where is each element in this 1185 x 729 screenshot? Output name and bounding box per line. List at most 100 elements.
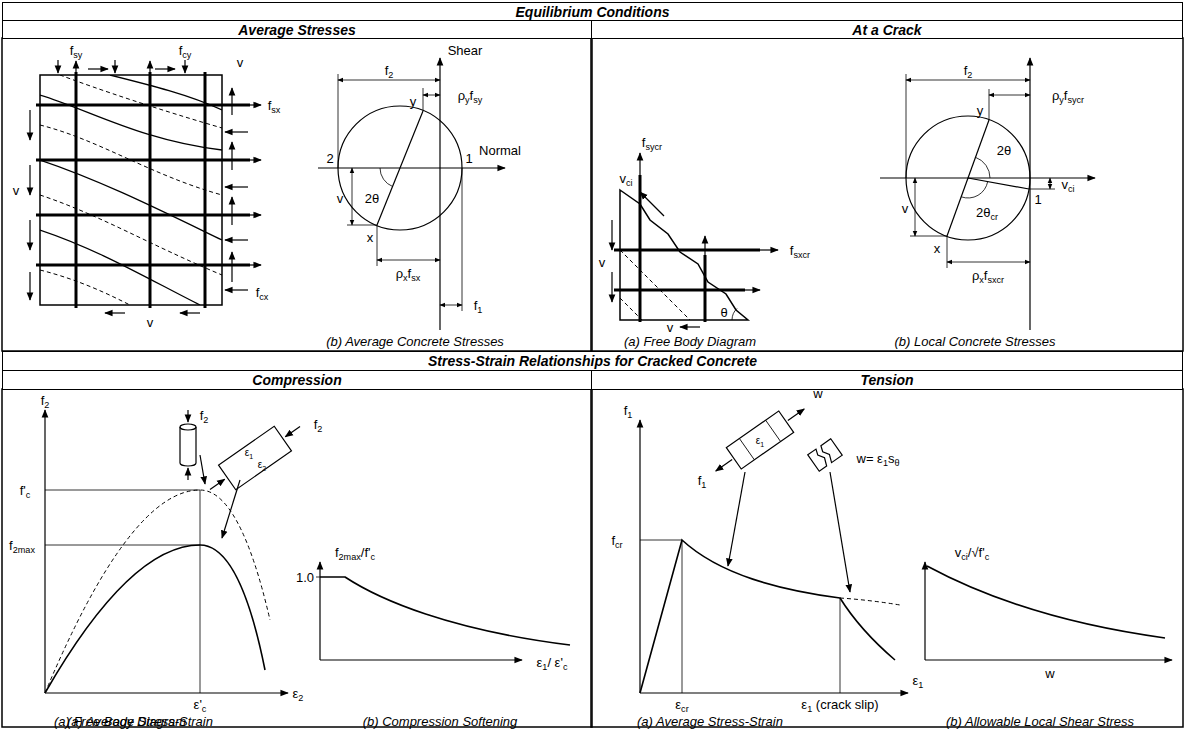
shear-stress-curve	[925, 562, 1172, 660]
symbol-label: Shear	[448, 43, 483, 58]
tension-stress-strain-part	[640, 540, 895, 693]
mohr-circle-average-part	[338, 74, 339, 168]
header-text: Compression	[252, 372, 341, 388]
header-cell: Stress-Strain Relationships for Cracked …	[2, 351, 1183, 371]
free-body-element-part	[225, 289, 248, 290]
tension-stress-strain-part	[640, 540, 682, 541]
tension-stress-strain-part	[640, 692, 908, 693]
symbol-label: v	[13, 183, 20, 198]
free-body-element-part	[225, 239, 248, 240]
compression-stress-strain-part-part	[187, 410, 188, 422]
tension-stress-strain-part-part	[726, 411, 793, 469]
symbol-label: fsy	[70, 43, 83, 58]
free-body-element-part	[36, 264, 250, 267]
tension-stress-strain-part-part	[739, 439, 754, 460]
tension-stress-strain-part-part	[766, 420, 781, 441]
crack-free-body-part	[680, 326, 700, 327]
mohr-circle-average-part	[377, 111, 423, 225]
free-body-element-part	[225, 131, 248, 132]
symbol-label: vci	[619, 171, 632, 186]
shear-stress-curve-part	[927, 566, 1165, 638]
symbol-label: ε1	[913, 673, 924, 688]
compression-stress-strain-part	[45, 545, 265, 693]
tension-stress-strain-part	[639, 420, 640, 693]
symbol-label: f2	[200, 408, 209, 423]
table-grid	[2, 38, 1183, 727]
free-body-element-part	[29, 110, 30, 140]
symbol-label: f2max	[9, 538, 35, 553]
mohr-circle-crack-part	[961, 182, 988, 198]
mohr-circle-crack-part	[915, 178, 916, 236]
free-body-element-part	[250, 264, 261, 265]
header-text: Stress-Strain Relationships for Cracked …	[428, 353, 757, 369]
mohr-circle-average	[318, 58, 505, 330]
compression-softening-curve-part	[320, 659, 522, 660]
symbol-label: fcx	[256, 285, 269, 300]
tension-stress-strain-part-part	[819, 439, 842, 463]
tension-stress-strain-part	[728, 472, 745, 566]
free-body-element-part	[231, 88, 232, 115]
symbol-label: f1	[474, 298, 483, 313]
symbol-label: v	[667, 320, 674, 335]
compression-softening-curve-part	[320, 577, 570, 645]
mohr-circle-average-part	[338, 106, 462, 230]
compression-stress-strain-part-part	[285, 426, 300, 436]
header-cell: Equilibrium Conditions	[2, 2, 1183, 21]
compression-softening-curve-part	[316, 577, 320, 578]
mohr-circle-crack-part	[947, 236, 948, 268]
mohr-circle-average-part	[440, 305, 462, 306]
shear-stress-curve-part	[924, 562, 925, 660]
compression-stress-strain-part	[45, 490, 270, 693]
symbol-label: w= ε1sθ	[856, 451, 899, 466]
compression-stress-strain-part	[200, 490, 201, 693]
compression-stress-strain-part-part	[210, 479, 225, 489]
mohr-circle-crack-part	[1050, 178, 1051, 189]
symbol-label: ρxfsxcr	[972, 268, 1004, 283]
tension-stress-strain-part	[830, 472, 850, 592]
symbol-label: fcr	[611, 533, 622, 548]
free-body-element-part	[105, 312, 125, 313]
mohr-circle-crack-part	[906, 116, 1030, 240]
header-cell: Tension	[591, 370, 1183, 390]
free-body-element-part	[231, 197, 232, 225]
header-text: Tension	[860, 372, 913, 388]
tension-stress-strain-part	[808, 439, 842, 471]
free-body-element-part	[57, 60, 58, 73]
free-body-element-part	[250, 104, 261, 105]
header-text: At a Crack	[852, 22, 921, 38]
crack-free-body-part	[611, 220, 612, 250]
mohr-circle-crack-part	[989, 89, 990, 120]
symbol-label: w	[813, 386, 822, 401]
compression-stress-strain	[45, 410, 309, 693]
mohr-circle-average-part	[380, 168, 393, 187]
free-body-element-part-part	[40, 270, 130, 305]
mohr-circle-crack-part	[989, 95, 1030, 96]
panel-caption: (a) Free Body Diagram	[624, 334, 756, 349]
compression-stress-strain-part	[44, 410, 45, 693]
header-text: Average Stresses	[238, 22, 356, 38]
free-body-element-part	[29, 220, 30, 250]
symbol-label: ε1	[756, 435, 764, 446]
symbol-label: v	[337, 191, 344, 206]
free-body-element-part	[40, 75, 222, 305]
free-body-element-part-part	[60, 75, 222, 128]
panel-caption: (b) Allowable Local Shear Stress	[946, 714, 1134, 729]
crack-free-body-part	[732, 309, 737, 321]
table-grid-part	[591, 389, 1183, 727]
free-body-element-part	[36, 214, 250, 217]
mohr-circle-average-part	[347, 225, 377, 226]
symbol-label: x	[367, 230, 374, 245]
tension-stress-strain-part-part	[716, 460, 732, 471]
symbol-label: Normal	[479, 143, 521, 158]
free-body-element-part-part	[40, 95, 222, 150]
free-body-element-part	[250, 159, 261, 160]
symbol-label: f1	[624, 403, 633, 418]
tension-stress-strain-part-part	[808, 448, 829, 471]
symbol-label: v	[147, 315, 154, 330]
free-body-element-part-part	[40, 195, 222, 275]
symbol-label: 1	[465, 151, 472, 166]
mohr-circle-average-part	[352, 168, 353, 225]
symbol-label: y	[410, 94, 417, 109]
tension-stress-strain-part	[840, 598, 900, 605]
compression-stress-strain-part-part	[180, 424, 196, 430]
